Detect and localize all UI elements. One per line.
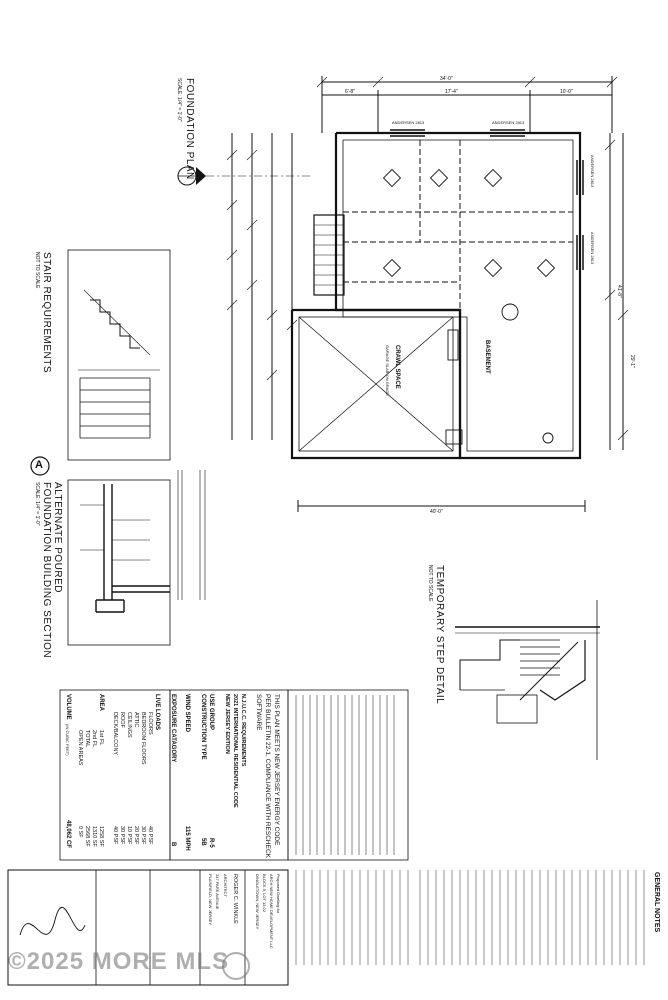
criteria-label-exposure: EXPOSURE CATAGORY bbox=[170, 694, 176, 763]
dim-top-overall: 34'-0" bbox=[440, 76, 453, 82]
criteria-label-use-group: USE GROUP bbox=[208, 694, 214, 731]
watermark-text: ©2025 MORE MLS bbox=[8, 948, 230, 975]
foundation-plan-title: FOUNDATION PLAN bbox=[184, 78, 195, 180]
volume-value: 48,062 CF bbox=[65, 820, 71, 849]
criteria-value-construction: 5B bbox=[200, 838, 206, 846]
live-load-value-6: 40 PSF bbox=[112, 826, 118, 845]
temporary-step-scale: NOT TO SCALE bbox=[427, 565, 433, 602]
live-load-value-3: 20 PSF bbox=[133, 826, 139, 845]
area-label-1: 1st FL bbox=[98, 730, 104, 746]
section-title-line2: FOUNDATION BUILDING SECTION bbox=[41, 482, 52, 659]
criteria-value-exposure: B bbox=[170, 842, 176, 847]
section-title-line1: ALTERNATE POURED bbox=[52, 482, 63, 593]
area-label-3: TOTAL bbox=[84, 730, 90, 748]
energy-note: THIS PLAN MEETS NEW JERSEY ENERGY CODE P… bbox=[255, 694, 280, 858]
title-block-office2: PLAINFIELD, NEW JERSEY bbox=[208, 874, 213, 926]
room-garage: GARAGE SLAB ON GRADE bbox=[385, 345, 390, 396]
live-load-value-5: 30 PSF bbox=[119, 826, 125, 845]
live-load-value-1: 40 PSF bbox=[147, 826, 153, 845]
stair-requirements-scale: NOT TO SCALE bbox=[34, 252, 40, 289]
stair-requirements-title: STAIR REQUIREMENTS bbox=[41, 252, 52, 374]
criteria-value-wind: 115 MPH bbox=[184, 826, 190, 851]
title-block-architect: ROGER C. WINKLE bbox=[232, 874, 238, 924]
live-load-label-2: BEDROOM FLOORS bbox=[140, 712, 146, 765]
area-heading: AREA bbox=[98, 694, 104, 712]
criteria-label-wind: WIND SPEED bbox=[184, 694, 190, 733]
criteria-value-use-group: R-5 bbox=[208, 838, 214, 848]
area-value-1: 1258 SF bbox=[98, 826, 104, 847]
criteria-label-construction: CONSTRUCTION TYPE bbox=[200, 694, 206, 760]
section-scale: SCALE: 1/4" = 1'-0" bbox=[34, 482, 40, 526]
title-block-address2: DINGLETOWN, NEW JERSEY bbox=[255, 874, 260, 930]
general-notes-title: GENERAL NOTES bbox=[653, 872, 660, 933]
room-basement: BASEMENT bbox=[484, 340, 490, 374]
window-label-1: ANDERSEN 2813 bbox=[392, 120, 425, 125]
window-label-3: ANDERSEN 2813 bbox=[590, 155, 595, 188]
dim-bottom-overall: 40'-0" bbox=[430, 509, 443, 515]
title-block-client: ARCH NEW HOME DEVELOPMENT LLC bbox=[269, 874, 274, 949]
area-value-4: 0 SF bbox=[77, 826, 83, 838]
live-load-label-4: CEILINGS bbox=[126, 712, 132, 738]
area-label-2: 2nd FL bbox=[91, 730, 97, 748]
criteria-heading-2: 2021 INTERNATIONAL RESIDENTIAL CODE bbox=[232, 694, 238, 808]
area-value-3: 2568 SF bbox=[84, 826, 90, 847]
dim-top-left: 6'-8" bbox=[345, 89, 355, 95]
live-load-label-1: FLOORS bbox=[147, 712, 153, 735]
criteria-heading-1: N.J.U.C.C. REQUIREMENTS bbox=[240, 694, 246, 767]
title-block-address1: BLOCK 5, LOT 13.02 bbox=[262, 874, 267, 912]
room-crawl-space: CRAWL SPACE bbox=[394, 345, 400, 389]
temporary-step-title: TEMPORARY STEP DETAIL bbox=[434, 565, 445, 705]
watermark-logo-icon bbox=[222, 952, 250, 980]
criteria-heading-3: NEW JERSEY EDITION bbox=[224, 694, 230, 754]
dim-right-lower: 29'-1" bbox=[629, 355, 635, 368]
dim-top-right: 10'-0" bbox=[560, 89, 573, 95]
live-load-value-4: 10 PSF bbox=[126, 826, 132, 845]
window-label-2: ANDERSEN 2813 bbox=[492, 120, 525, 125]
volume-label: VOLUME bbox=[65, 694, 71, 720]
live-load-label-6: DECK/BALCONY bbox=[112, 712, 118, 756]
title-block-office1: 347 PARK AVENUE bbox=[215, 874, 220, 910]
window-label-4: ANDERSEN 2813 bbox=[590, 232, 595, 265]
live-load-label-5: ROOF bbox=[119, 712, 125, 728]
live-load-value-2: 30 PSF bbox=[140, 826, 146, 845]
dim-top-mid: 17'-4" bbox=[445, 89, 458, 95]
area-label-4: OPEN AREAS bbox=[77, 730, 83, 766]
volume-unit: (IN CUBIC FEET) bbox=[65, 724, 70, 756]
section-marker-a: A bbox=[35, 459, 43, 471]
area-value-2: 1310 SF bbox=[91, 826, 97, 847]
live-loads-heading: LIVE LOADS bbox=[154, 694, 160, 731]
live-load-label-3: ATTIC bbox=[133, 712, 139, 728]
title-block-architect-title: ARCHITECT bbox=[223, 874, 228, 897]
title-block-project: Proposed Dwelling for bbox=[276, 874, 281, 914]
foundation-plan-scale: SCALE: 1/4" = 1'-0" bbox=[176, 78, 182, 122]
dim-right-overall: 41'-8" bbox=[616, 285, 622, 298]
